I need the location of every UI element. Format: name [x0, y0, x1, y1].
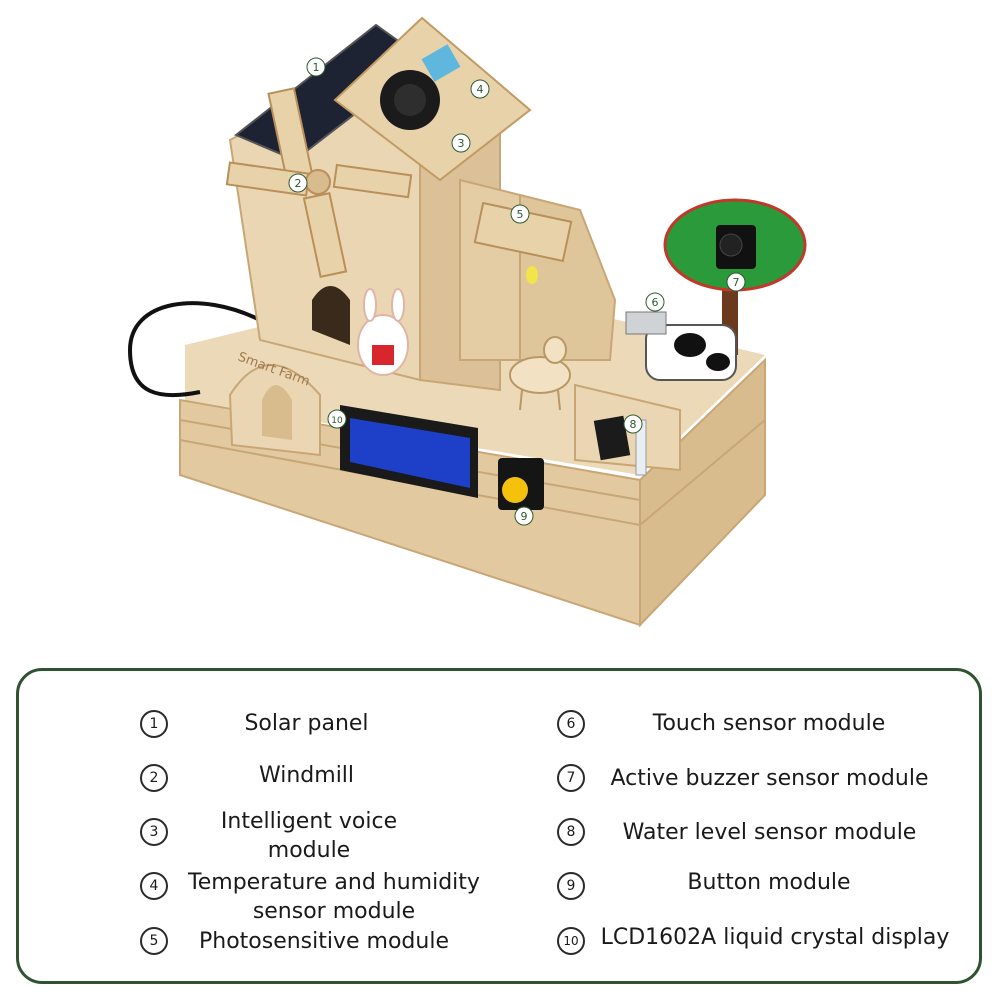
callout-4: 4 [470, 79, 490, 99]
legend-num-9: 9 [557, 872, 585, 900]
legend-label-solar-panel: Solar panel [244, 711, 369, 736]
windmill [225, 87, 413, 279]
legend-num-5: 5 [140, 927, 168, 955]
callout-markers: 1 2 3 4 5 6 7 8 9 10 [288, 57, 746, 526]
cable [127, 301, 261, 398]
legend-num-3: 3 [140, 818, 168, 846]
callout-10: 10 [327, 409, 347, 429]
callout-7: 7 [726, 272, 746, 292]
legend-label-water-level: Water level sensor module [622, 820, 917, 845]
legend-num-7: 7 [557, 764, 585, 792]
base-front-right [639, 357, 766, 628]
legend-label-lcd1602a: LCD1602A liquid crystal display [600, 925, 950, 950]
goat-figure [509, 336, 571, 411]
legend-label-intelligent-voice-module: Intelligent voice module [220, 809, 398, 863]
legend-num-6: 6 [557, 710, 585, 738]
svg-text:3: 3 [458, 137, 465, 150]
legend-label-temperature-humidity: Temperature and humidity sensor module [188, 870, 480, 924]
svg-text:2: 2 [295, 177, 302, 190]
svg-text:7: 7 [733, 276, 740, 289]
callout-3: 3 [451, 133, 471, 153]
svg-text:6: 6 [652, 296, 659, 309]
svg-text:9: 9 [521, 510, 528, 523]
callout-2: 2 [288, 173, 308, 193]
legend-label-touch-sensor-module: Touch sensor module [652, 711, 886, 736]
legend-num-2: 2 [140, 764, 168, 792]
barn-door [312, 286, 350, 345]
callout-5: 5 [510, 204, 530, 224]
cow-figure [625, 311, 737, 381]
legend-num-8: 8 [557, 818, 585, 846]
svg-text:10: 10 [331, 416, 343, 426]
product-photo: Smart Farm 1 2 3 4 5 6 7 8 9 10 [127, 16, 807, 628]
svg-text:4: 4 [477, 83, 484, 96]
callout-6: 6 [645, 292, 665, 312]
callout-8: 8 [623, 414, 643, 434]
callout-9: 9 [514, 506, 534, 526]
rabbit-figure [357, 288, 409, 376]
legend-label-windmill: Windmill [258, 763, 355, 788]
callout-1: 1 [306, 57, 326, 77]
touch-sensor-module [625, 311, 667, 335]
legend-label-active-buzzer: Active buzzer sensor module [610, 766, 929, 791]
svg-text:1: 1 [313, 61, 320, 74]
legend-num-10: 10 [557, 927, 585, 955]
legend-label-photosensitive-module: Photosensitive module [198, 929, 449, 954]
legend-num-4: 4 [140, 872, 168, 900]
temp-humidity-sensor [421, 44, 461, 82]
legend-label-button-module: Button module [687, 870, 851, 895]
svg-text:5: 5 [517, 208, 524, 221]
legend-panel: 1 Solar panel 2 Windmill 3 Intelligent v… [16, 668, 982, 984]
svg-text:8: 8 [630, 418, 637, 431]
legend-num-1: 1 [140, 710, 168, 738]
